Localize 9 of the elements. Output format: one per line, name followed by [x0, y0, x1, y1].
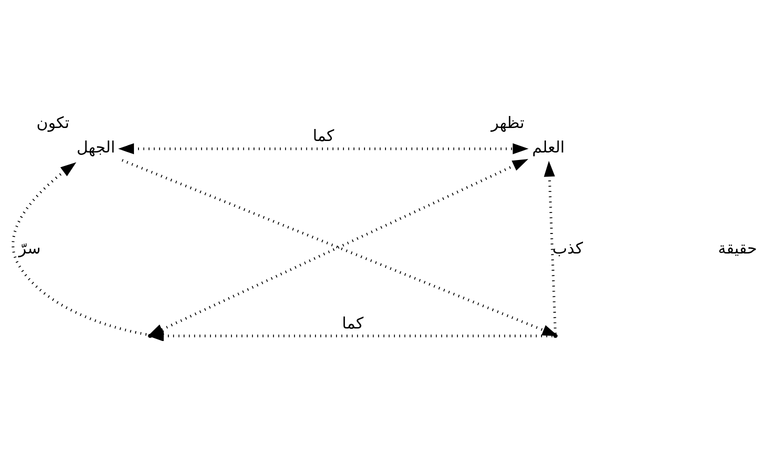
- edge-label: كذب: [552, 238, 583, 258]
- node-label: تكون: [36, 113, 70, 132]
- edge-label: كما: [312, 126, 334, 146]
- node-text: الجهل: [76, 138, 116, 157]
- node-text: العلم: [532, 138, 565, 157]
- node-label: تظهر: [491, 113, 524, 132]
- edge-label: سرّ: [18, 238, 41, 258]
- label: حقيقة: [718, 238, 757, 258]
- edge-label: كما: [342, 313, 364, 332]
